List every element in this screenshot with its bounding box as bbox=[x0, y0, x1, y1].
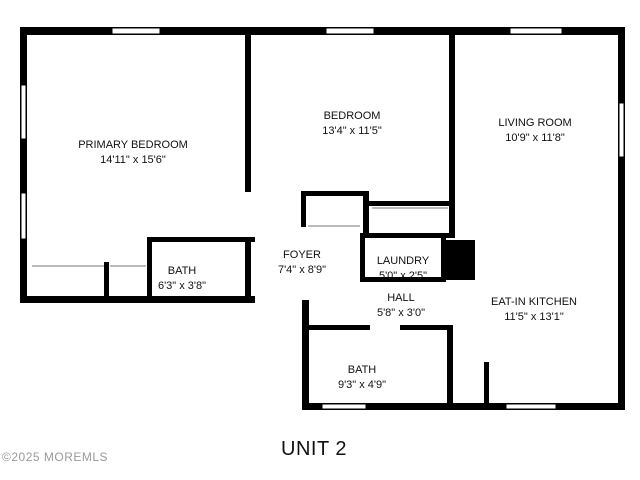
wall-bedroom-right bbox=[449, 27, 455, 237]
window bbox=[20, 84, 27, 140]
plan-title: UNIT 2 bbox=[281, 438, 347, 460]
room-label-primary-bedroom: PRIMARY BEDROOM 14'11" x 15'6" bbox=[78, 138, 188, 168]
window bbox=[325, 27, 375, 35]
wall-left bbox=[20, 27, 27, 303]
wall-bath2-left bbox=[302, 295, 309, 410]
wall-bath1-left bbox=[147, 237, 152, 303]
window bbox=[111, 27, 161, 35]
wall-bath1-right bbox=[245, 237, 251, 303]
watermark: ©2025 MOREMLS bbox=[2, 450, 109, 464]
room-label-foyer: FOYER 7'4" x 8'9" bbox=[278, 248, 326, 278]
wall-bath2-right bbox=[447, 325, 453, 410]
door-opening bbox=[370, 325, 400, 330]
room-label-laundry: LAUNDRY 5'0" x 2'5" bbox=[377, 254, 429, 284]
wall-foyer-closet-left bbox=[301, 191, 306, 227]
wall-closet-primary bbox=[104, 262, 109, 303]
room-label-living-room: LIVING ROOM 10'9" x 11'8" bbox=[498, 116, 571, 146]
room-dimensions: 6'3" x 3'8" bbox=[157, 280, 207, 292]
room-name: BEDROOM bbox=[323, 110, 381, 122]
room-name: BATH bbox=[167, 265, 197, 277]
door-opening bbox=[302, 290, 309, 300]
room-name: BATH bbox=[347, 364, 377, 376]
room-dimensions: 14'11" x 15'6" bbox=[100, 154, 166, 166]
wall-kitchen-stub bbox=[484, 362, 489, 410]
room-dimensions: 5'0" x 2'5" bbox=[378, 270, 428, 282]
window bbox=[505, 403, 557, 410]
window bbox=[618, 102, 625, 158]
room-dimensions: 10'9" x 11'8" bbox=[505, 132, 565, 144]
wall-laundry-bottom bbox=[360, 277, 446, 282]
chimney-block bbox=[441, 240, 475, 280]
wall-bedroom-closet bbox=[363, 201, 455, 206]
windows bbox=[20, 27, 625, 410]
room-dimensions: 7'4" x 8'9" bbox=[277, 264, 327, 276]
wall-laundry-left bbox=[360, 233, 365, 281]
room-name: LAUNDRY bbox=[376, 255, 430, 267]
closet-rails bbox=[32, 207, 448, 267]
wall-bottom-right bbox=[302, 403, 625, 410]
room-name: PRIMARY BEDROOM bbox=[78, 139, 188, 151]
wall-right bbox=[618, 27, 625, 410]
window bbox=[509, 27, 563, 35]
wall-foyer-closet-top bbox=[301, 191, 369, 196]
wall-foyer-closet-right bbox=[363, 191, 369, 237]
wall-bottom-left bbox=[20, 296, 255, 303]
wall-primary-bedroom-right bbox=[245, 27, 251, 192]
wall-top bbox=[20, 27, 625, 35]
wall-bath1-top bbox=[147, 237, 255, 242]
room-label-eat-in-kitchen: EAT-IN KITCHEN 11'5" x 13'1" bbox=[491, 295, 577, 325]
window bbox=[321, 403, 367, 410]
interior-walls bbox=[104, 27, 489, 410]
room-name: EAT-IN KITCHEN bbox=[491, 296, 577, 308]
wall-laundry-top bbox=[363, 233, 455, 238]
room-name: HALL bbox=[387, 292, 415, 304]
room-dimensions: 9'3" x 4'9" bbox=[337, 379, 387, 391]
room-name: LIVING ROOM bbox=[498, 117, 572, 129]
room-label-hall: HALL 5'8" x 3'0" bbox=[377, 291, 425, 321]
room-dimensions: 5'8" x 3'0" bbox=[376, 307, 426, 319]
window bbox=[20, 192, 27, 240]
room-dimensions: 11'5" x 13'1" bbox=[504, 311, 564, 323]
room-dimensions: 13'4" x 11'5" bbox=[322, 125, 382, 137]
room-name: FOYER bbox=[283, 249, 321, 261]
exterior-walls bbox=[20, 27, 625, 410]
room-label-bath-1: BATH 6'3" x 3'8" bbox=[158, 264, 206, 294]
openings bbox=[302, 290, 400, 330]
room-label-bedroom: BEDROOM 13'4" x 11'5" bbox=[322, 109, 382, 139]
room-label-bath-2: BATH 9'3" x 4'9" bbox=[338, 363, 386, 393]
